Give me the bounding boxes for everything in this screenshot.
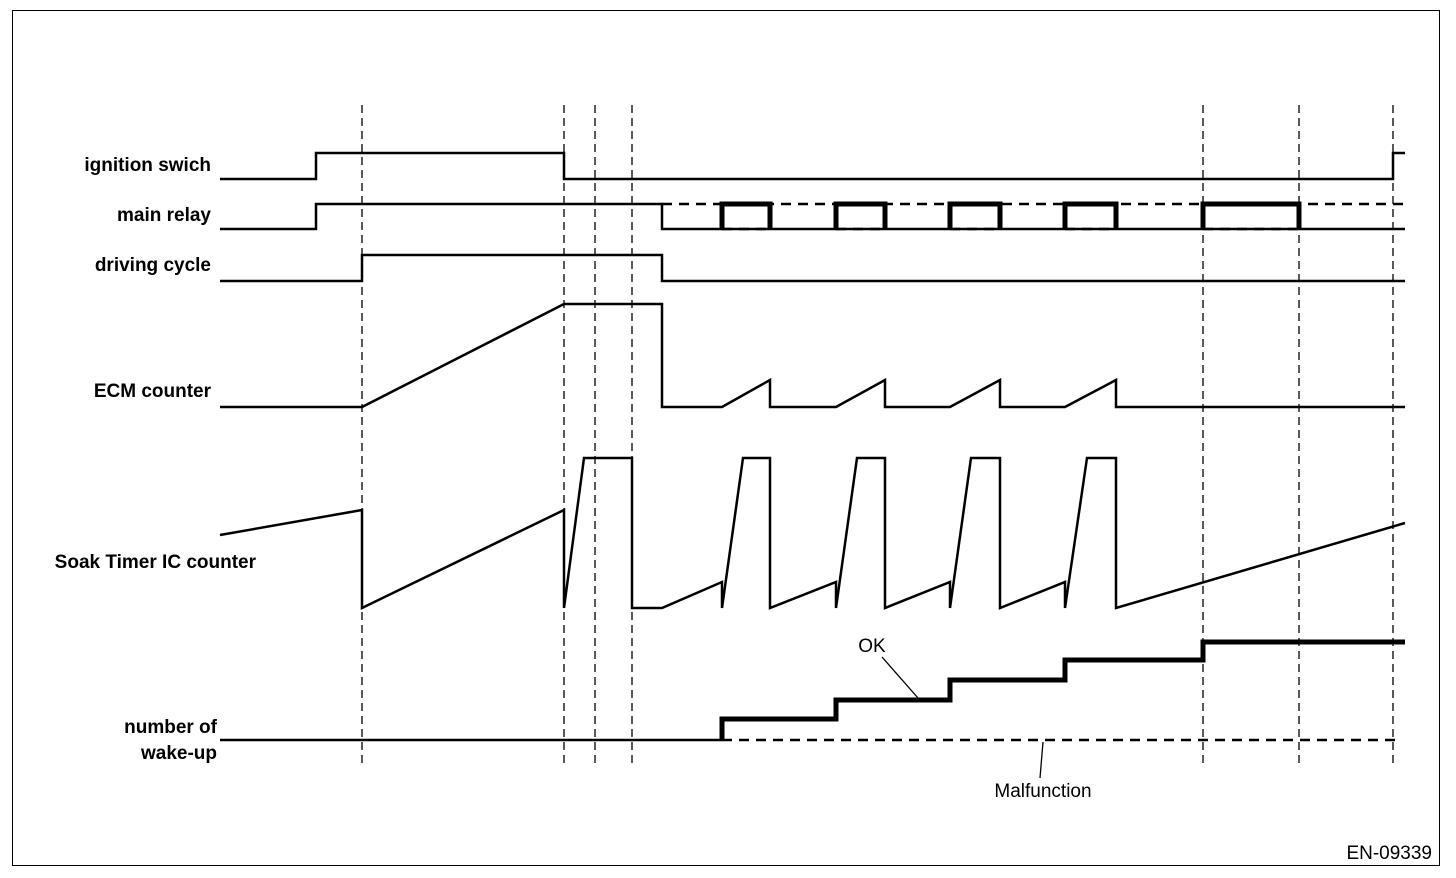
label-driving-cycle: driving cycle — [95, 255, 211, 276]
annotation-malfunction: Malfunction — [994, 781, 1091, 802]
ecm-counter-waveform — [220, 302, 1405, 409]
wakeup-ok-staircase — [719, 639, 1405, 740]
main-relay-alternative — [662, 202, 1405, 231]
label-wakeup-line1: number of — [124, 717, 218, 738]
label-wakeup-line2: wake-up — [140, 743, 217, 764]
main-relay-waveform — [220, 202, 1405, 231]
annotation-ok: OK — [858, 636, 886, 657]
diagram-frame — [12, 10, 1440, 866]
label-ecm-counter: ECM counter — [94, 381, 212, 402]
label-ignition-switch: ignition swich — [84, 155, 211, 176]
soak-timer-waveform — [219, 456, 1406, 610]
ignition-waveform — [220, 151, 1405, 181]
driving-cycle-waveform — [220, 253, 1405, 283]
label-main-relay: main relay — [117, 205, 211, 226]
malfunction-leader-line — [1039, 741, 1044, 779]
main-relay-wake-pulses — [719, 201, 1302, 229]
ok-leader-line — [881, 656, 919, 699]
figure-id: EN-09339 — [1346, 843, 1432, 864]
label-soak-timer: Soak Timer IC counter — [55, 552, 257, 573]
